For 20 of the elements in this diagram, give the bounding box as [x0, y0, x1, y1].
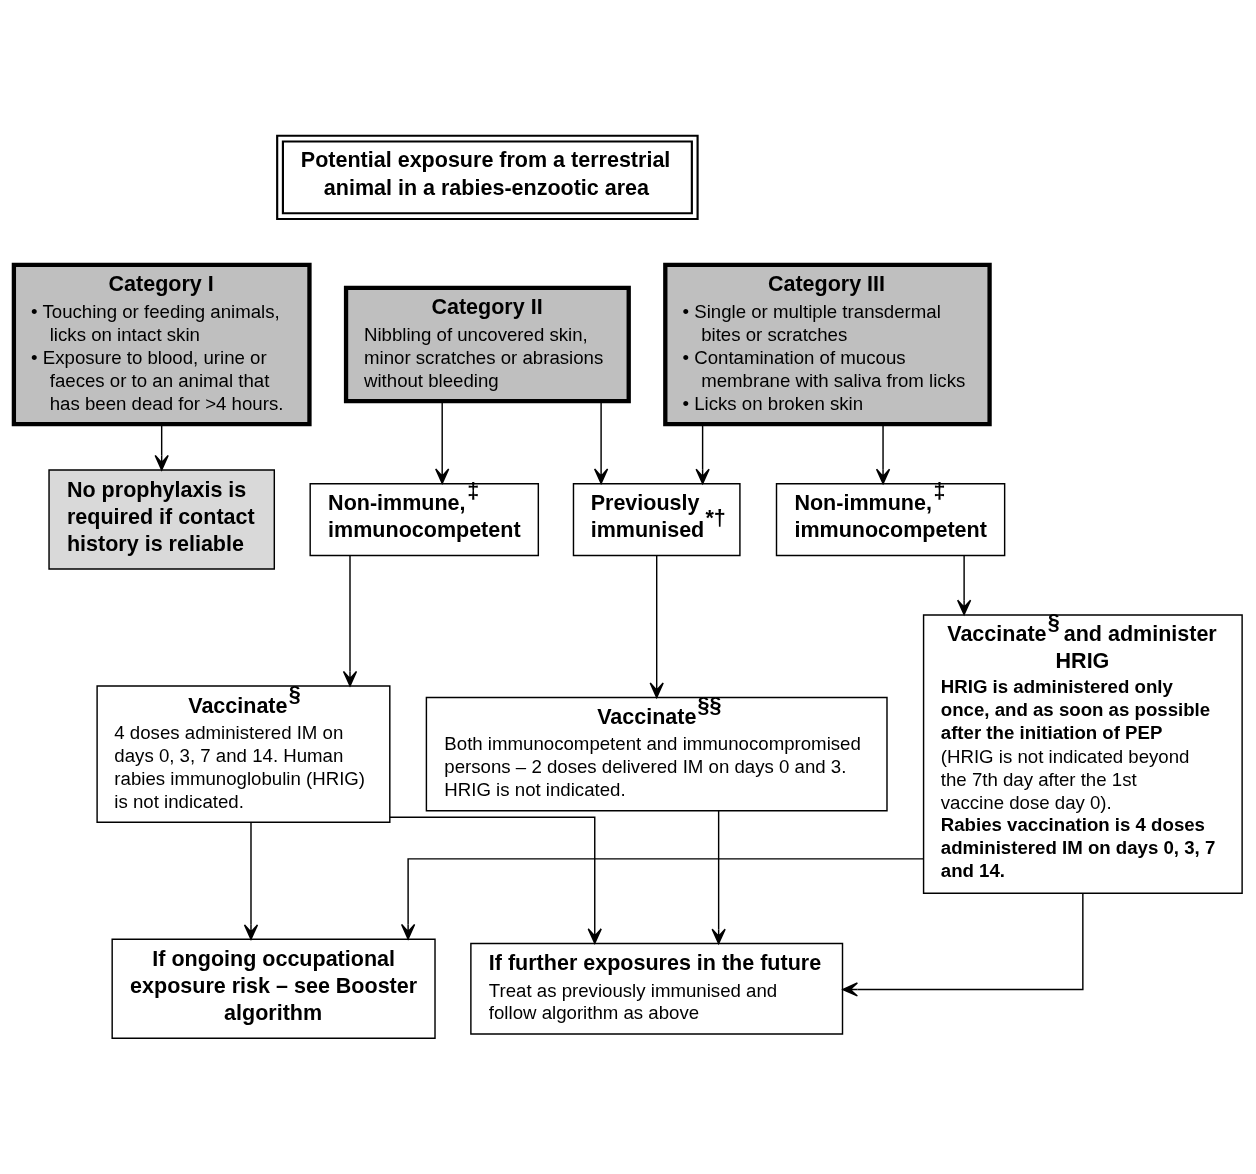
arrow — [956, 555, 972, 616]
node-box: No prophylaxis is required if contact history is reliable — [48, 469, 276, 570]
arrow — [695, 423, 710, 485]
node-box: Category II Nibbling of uncovered skin, minor scratches or abrasions without bleeding — [343, 285, 631, 404]
arrow — [243, 821, 259, 940]
arrow — [649, 555, 664, 699]
arrow — [400, 858, 925, 940]
arrow — [389, 816, 602, 944]
node-box: Category I • Touching or feeding animals, licks on intact skin • Exposure to blood, urine or faeces or to an animal that has been dead for >4 hours. — [11, 262, 312, 427]
node-box: If ongoing occupational exposure risk – see Booster algorithm — [111, 938, 436, 1039]
node-box: Category III • Single or multiple transdermal bites or scratches • Contamination of mucous membrane with saliva from licks • Licks on broken skin — [663, 262, 992, 427]
arrow — [711, 810, 726, 945]
arrow — [593, 400, 609, 485]
arrow — [154, 423, 169, 471]
node-box: Potential exposure from a terrestrial animal in a rabies-enzootic area — [276, 134, 699, 221]
arrow — [342, 555, 358, 687]
arrow — [842, 893, 1084, 997]
node-box: If further exposures in the future Treat as previously immunised and follow algorithm as above — [470, 942, 844, 1035]
arrow — [435, 400, 450, 485]
arrow — [875, 423, 891, 485]
